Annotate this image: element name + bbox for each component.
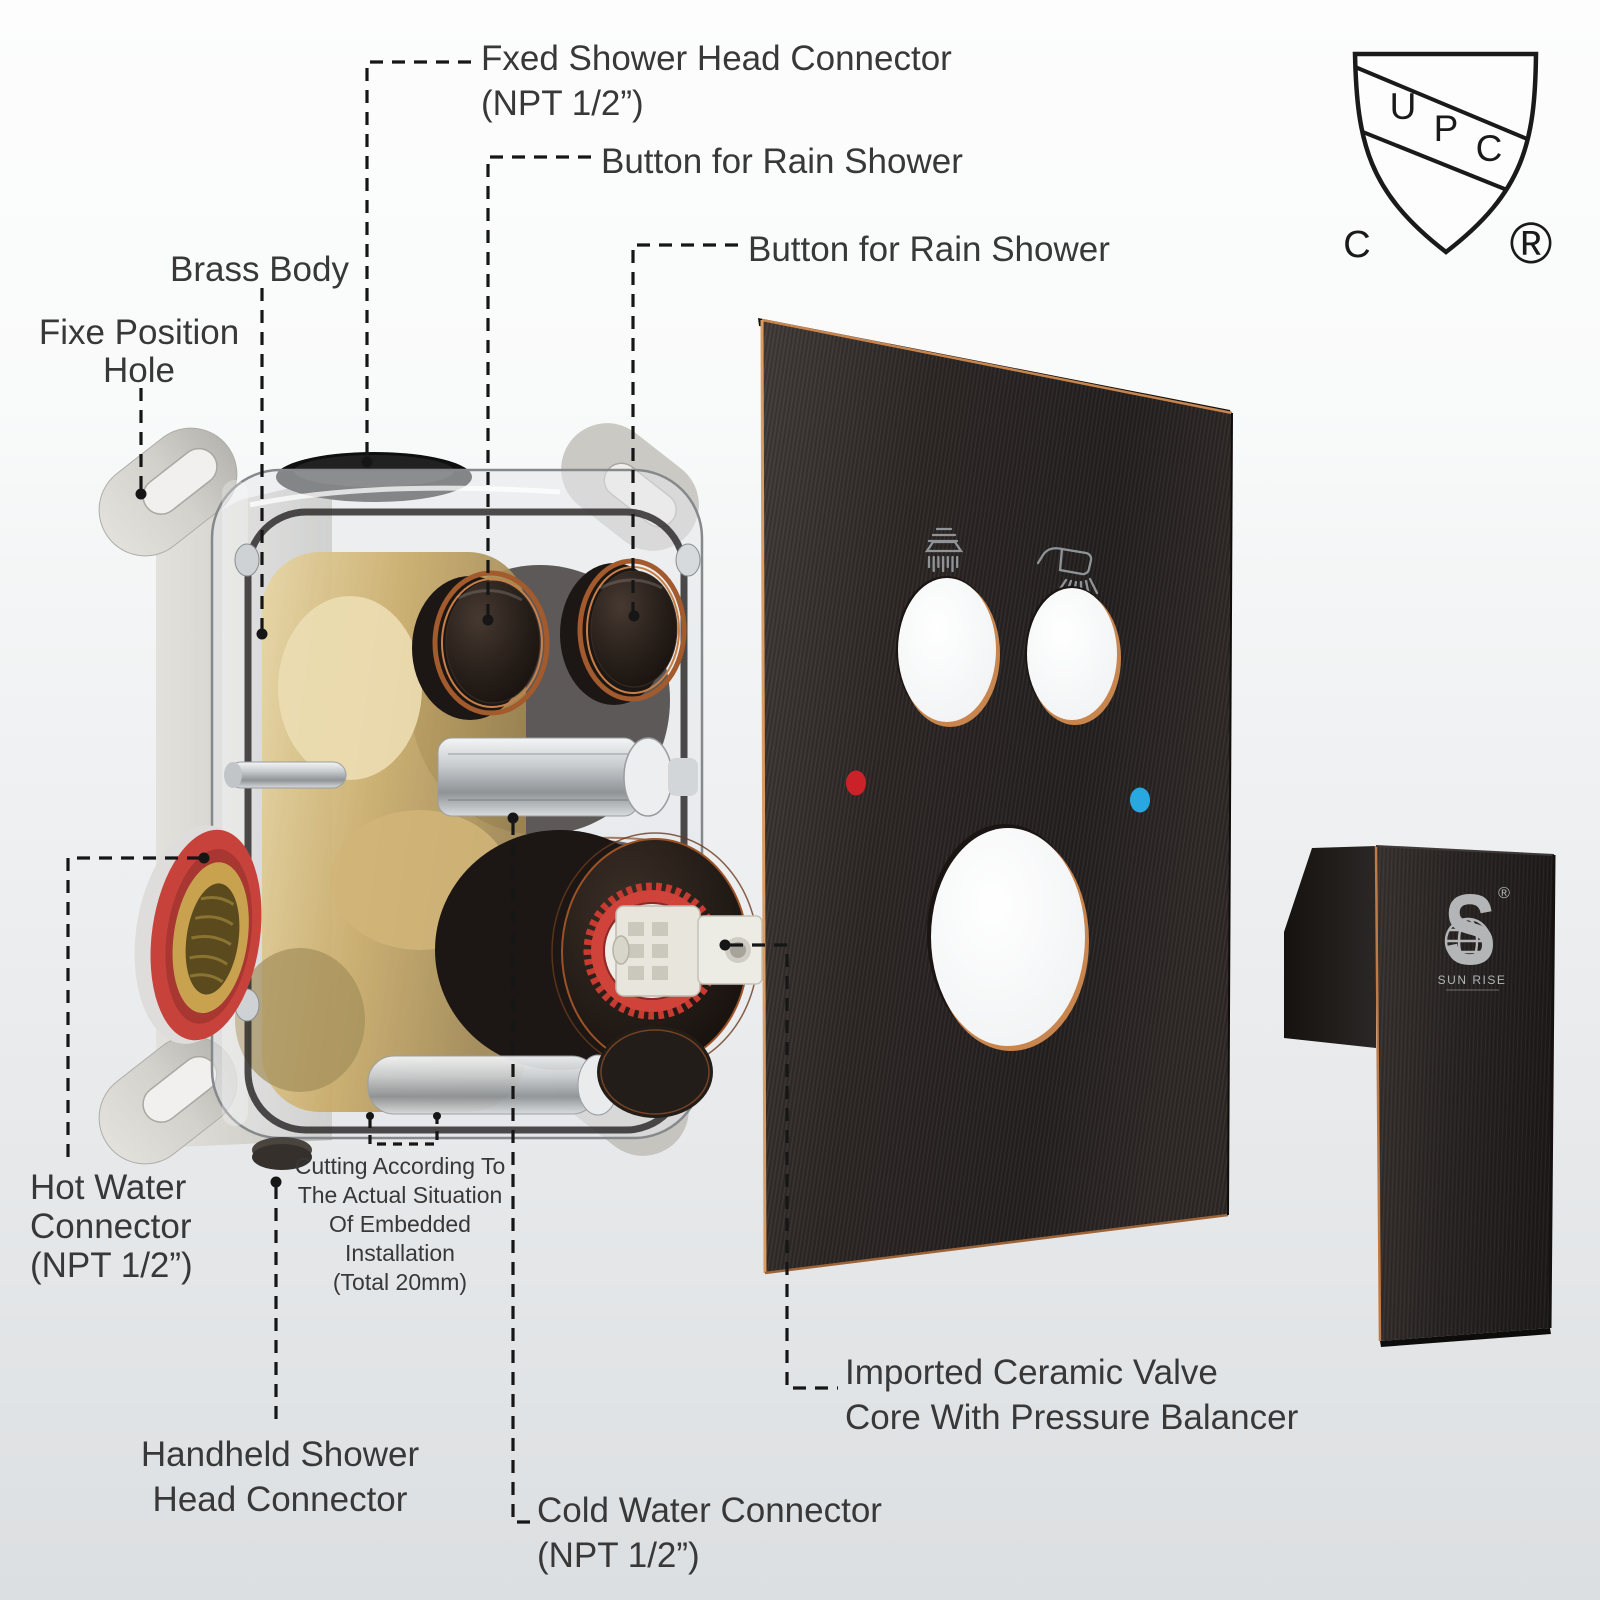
label-line: Cold Water Connector xyxy=(537,1491,882,1530)
leader-button-2 xyxy=(631,243,738,612)
ceramic-valve-core xyxy=(435,830,763,1072)
label-line: (Total 20mm) xyxy=(332,1269,468,1295)
rough-in-valve-assembly xyxy=(98,423,763,1170)
label-line: Core With Pressure Balancer xyxy=(845,1398,1299,1437)
leader-cutting-bracket xyxy=(368,1119,439,1146)
label-line: Hot Water xyxy=(30,1168,187,1207)
label-hot-water-connector: Hot Water Connector (NPT 1/2”) xyxy=(30,1168,193,1285)
handheld-shower-connector-port xyxy=(252,1137,312,1170)
label-fixe-position-hole: Fixe Position Hole xyxy=(33,314,245,390)
label-line: (NPT 1/2”) xyxy=(537,1536,700,1575)
label-line: (NPT 1/2”) xyxy=(481,84,644,123)
label-button-rain-shower-top: Button for Rain Shower xyxy=(601,139,963,184)
label-button-rain-shower-bottom: Button for Rain Shower xyxy=(748,227,1110,272)
hot-indicator-dot xyxy=(846,770,866,796)
label-line: Connector xyxy=(30,1207,192,1246)
leader-dots xyxy=(135,456,731,1188)
leader-hot-water xyxy=(66,856,200,1160)
label-line: Fxed Shower Head Connector xyxy=(481,39,952,78)
bottom-valve-parts xyxy=(367,1026,713,1118)
label-fixed-shower-connector: Fxed Shower Head Connector (NPT 1/2”) xyxy=(481,36,952,126)
leader-button-1 xyxy=(486,155,591,616)
faceplate-hole-handheld xyxy=(1025,586,1121,725)
brand-name: SUN RISE xyxy=(1438,973,1507,987)
label-line: Handheld Shower xyxy=(140,1435,420,1474)
upc-certification-logo: U P C C ® xyxy=(1343,51,1553,276)
chrome-diverter-valve xyxy=(437,737,698,817)
rain-shower-icon xyxy=(924,527,964,573)
globe-icon xyxy=(1444,917,1492,965)
label-brass-body: Brass Body xyxy=(170,247,349,292)
label-line: Button for Rain Shower xyxy=(601,142,963,181)
label-line: Installation xyxy=(345,1240,455,1266)
upc-letter-p: P xyxy=(1434,108,1459,149)
chrome-pin xyxy=(224,761,347,789)
registered-trademark-icon: ® xyxy=(1510,211,1553,276)
label-line: Of Embedded xyxy=(329,1211,471,1237)
rain-shower-button-2 xyxy=(560,558,687,705)
ceramic-cartridge-stem xyxy=(612,905,763,997)
faceplate-hole-rain xyxy=(896,576,1000,727)
upc-letter-c: C xyxy=(1476,128,1503,169)
label-line: Hole xyxy=(103,351,175,390)
leader-ceramic-core xyxy=(730,943,838,1390)
handle-side-face xyxy=(1284,846,1376,1048)
label-line: Cutting According To xyxy=(294,1153,506,1179)
bracket-top-tab xyxy=(98,427,238,557)
label-handheld-shower-connector: Handheld Shower Head Connector xyxy=(110,1432,450,1522)
trim-faceplate xyxy=(758,318,1233,1275)
upc-country-letter: C xyxy=(1343,224,1370,266)
upc-shield-band-line xyxy=(1355,62,1536,148)
label-line: Head Connector xyxy=(152,1480,408,1519)
bracket-bottom-tab xyxy=(98,1035,238,1165)
leader-cold-water xyxy=(511,822,531,1524)
hot-water-connector-port xyxy=(134,825,262,1044)
label-line: Fixe Position xyxy=(38,313,240,352)
cold-indicator-dot xyxy=(1130,787,1150,813)
sunrise-brand-logo: S ® SUN RISE xyxy=(1438,874,1510,991)
lever-handle: S ® SUN RISE xyxy=(1284,845,1556,1347)
fixe-position-hole-shape xyxy=(142,447,218,515)
label-line: Brass Body xyxy=(170,250,349,289)
label-cutting-note: Cutting According To The Actual Situatio… xyxy=(290,1152,510,1297)
upc-shield-outline xyxy=(1352,51,1539,255)
label-line: Imported Ceramic Valve xyxy=(845,1353,1218,1392)
label-ceramic-valve-core: Imported Ceramic Valve Core With Pressur… xyxy=(845,1350,1298,1440)
leader-lines xyxy=(66,60,838,1524)
label-line: Button for Rain Shower xyxy=(748,230,1110,269)
faceplate-hole-handle xyxy=(927,824,1089,1051)
upc-letter-u: U xyxy=(1390,86,1417,127)
upc-shield-band-line xyxy=(1355,124,1533,202)
leader-fixed-connector xyxy=(365,60,471,458)
label-line: (NPT 1/2”) xyxy=(30,1246,193,1285)
rain-shower-button-1 xyxy=(412,570,550,720)
brand-registered-mark: ® xyxy=(1498,885,1510,902)
label-cold-water-connector: Cold Water Connector (NPT 1/2”) xyxy=(537,1488,882,1578)
label-line: The Actual Situation xyxy=(297,1182,503,1208)
